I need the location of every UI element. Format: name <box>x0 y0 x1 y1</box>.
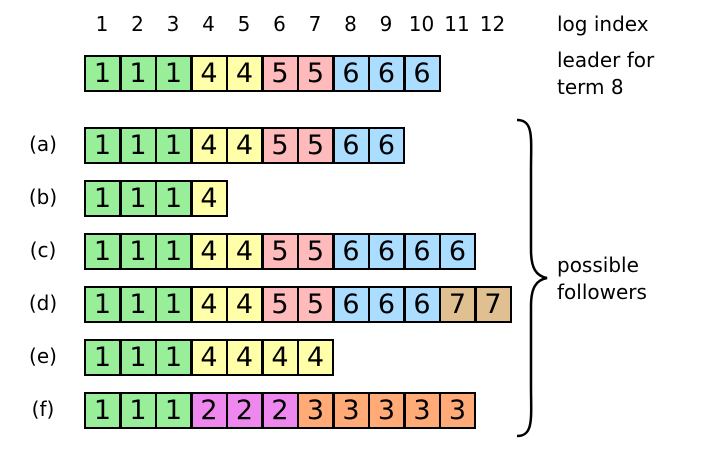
follower-b-entry-4: 4 <box>190 180 228 217</box>
log-index-10: 10 <box>408 12 435 36</box>
follower-d-entry-5: 4 <box>226 286 263 323</box>
follower-c-entry-1: 1 <box>84 233 121 270</box>
follower-d-entry-4: 4 <box>190 286 228 323</box>
follower-c-entry-5: 4 <box>226 233 263 270</box>
followers-label-line1: possible <box>557 253 639 277</box>
log-index-11: 11 <box>444 12 470 36</box>
follower-d-entry-11: 7 <box>439 286 476 323</box>
follower-a-entry-3: 1 <box>155 127 192 164</box>
follower-label-f: (f) <box>31 397 55 421</box>
follower-a-entry-1: 1 <box>84 127 121 164</box>
leader-entry-9: 6 <box>368 55 405 92</box>
follower-c-entry-2: 1 <box>119 233 157 270</box>
log-index-5: 5 <box>237 12 251 36</box>
log-index-3: 3 <box>166 12 180 36</box>
follower-label-a: (a) <box>29 132 57 156</box>
log-index-2: 2 <box>131 12 144 36</box>
leader-entry-4: 4 <box>190 55 228 92</box>
follower-label-d: (d) <box>28 291 58 315</box>
follower-c-entry-7: 5 <box>297 233 334 270</box>
followers-label-line2: followers <box>557 280 647 304</box>
follower-label-b: (b) <box>28 185 58 209</box>
follower-a-entry-7: 5 <box>297 127 334 164</box>
curly-brace <box>516 118 548 438</box>
follower-d-entry-7: 5 <box>297 286 334 323</box>
log-index-1: 1 <box>95 12 109 36</box>
follower-f-entry-1: 1 <box>84 392 121 429</box>
follower-c-entry-11: 6 <box>439 233 476 270</box>
log-index-12: 12 <box>479 12 506 36</box>
follower-e-entry-2: 1 <box>119 339 157 376</box>
follower-e-entry-6: 4 <box>261 339 299 376</box>
log-index-8: 8 <box>344 12 357 36</box>
log-index-6: 6 <box>273 12 286 36</box>
log-index-label: log index <box>557 12 649 36</box>
follower-d-entry-12: 7 <box>474 286 512 323</box>
follower-e-entry-5: 4 <box>226 339 263 376</box>
leader-entry-7: 5 <box>297 55 334 92</box>
follower-e-entry-7: 4 <box>297 339 334 376</box>
follower-a-entry-8: 6 <box>332 127 370 164</box>
leader-entry-10: 6 <box>403 55 441 92</box>
leader-label-line2: term 8 <box>557 75 624 99</box>
leader-label-line1: leader for <box>557 48 655 72</box>
follower-e-entry-4: 4 <box>190 339 228 376</box>
log-index-4: 4 <box>202 12 215 36</box>
follower-b-entry-2: 1 <box>119 180 157 217</box>
follower-f-entry-2: 1 <box>119 392 157 429</box>
follower-a-entry-9: 6 <box>368 127 405 164</box>
follower-d-entry-8: 6 <box>332 286 370 323</box>
follower-d-entry-9: 6 <box>368 286 405 323</box>
leader-entry-3: 1 <box>155 55 192 92</box>
follower-c-entry-8: 6 <box>332 233 370 270</box>
follower-f-entry-8: 3 <box>332 392 370 429</box>
log-index-9: 9 <box>379 12 393 36</box>
follower-label-e: (e) <box>29 344 57 368</box>
follower-e-entry-1: 1 <box>84 339 121 376</box>
follower-d-entry-10: 6 <box>403 286 441 323</box>
follower-d-entry-1: 1 <box>84 286 121 323</box>
leader-entry-5: 4 <box>226 55 263 92</box>
follower-label-c: (c) <box>29 238 57 262</box>
log-index-7: 7 <box>308 12 322 36</box>
follower-a-entry-2: 1 <box>119 127 157 164</box>
follower-a-entry-4: 4 <box>190 127 228 164</box>
follower-d-entry-2: 1 <box>119 286 157 323</box>
follower-f-entry-11: 3 <box>439 392 476 429</box>
